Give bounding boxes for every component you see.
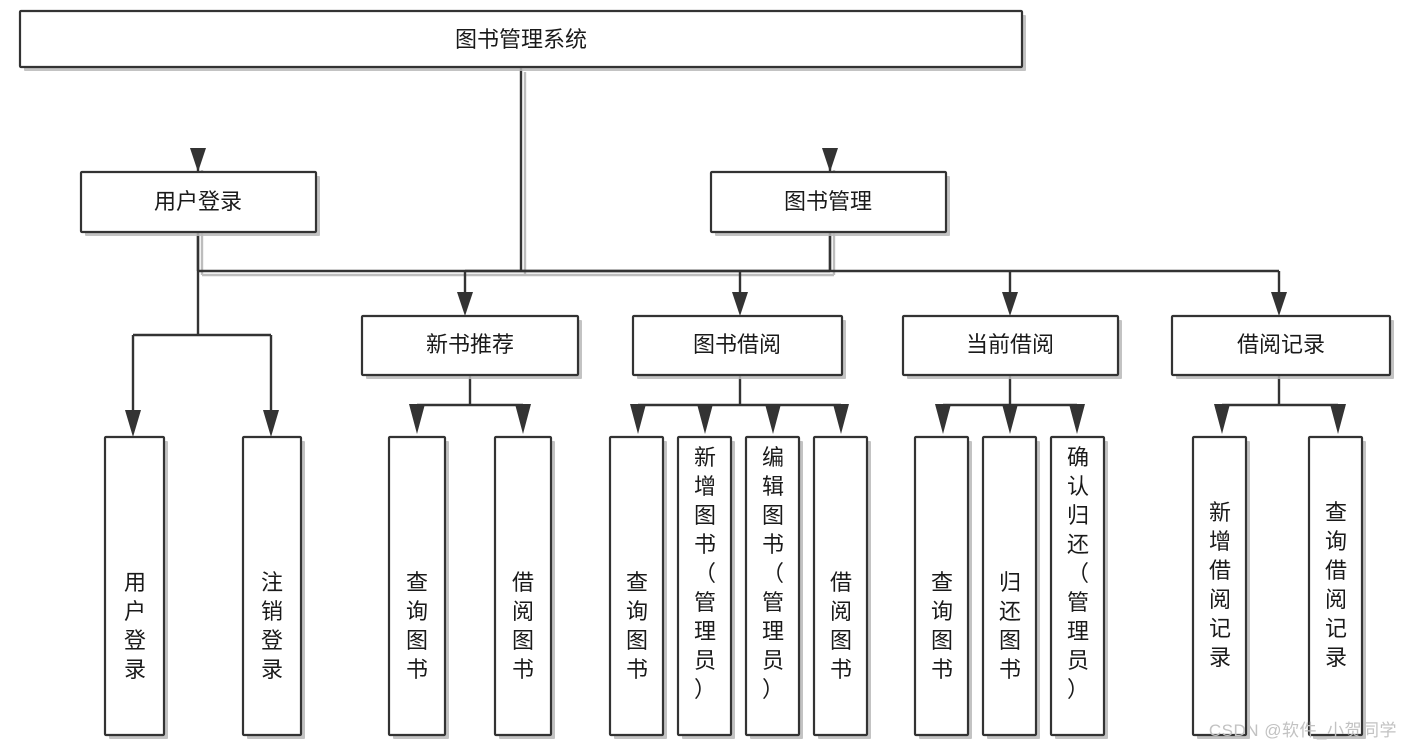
arrow-to-current-borrow: [1002, 292, 1018, 316]
node-leaf-return-book[interactable]: 归还图书: [981, 435, 1040, 739]
connector-layer: [125, 67, 1346, 437]
connector-root-shadow: [200, 72, 836, 277]
node-leaf-user-login[interactable]: 用户登录: [103, 435, 168, 739]
arrow-to-leaf-confirm-return: [1069, 404, 1085, 434]
node-leaf-query-book-3[interactable]: 查询图书: [913, 435, 972, 739]
node-leaf-add-record[interactable]: 新增借阅记录: [1191, 435, 1250, 739]
arrow-to-new-book-rec: [457, 292, 473, 316]
leaf-edit-book-box[interactable]: [744, 435, 801, 737]
leaf-query-book-2-label: 查询图书: [626, 570, 648, 682]
leaf-query-record-box[interactable]: [1307, 435, 1364, 737]
arrow-to-book-borrow: [732, 292, 748, 316]
leaf-edit-book-label: 编辑图书（管理员）: [762, 445, 784, 702]
leaf-borrow-book-2-box[interactable]: [812, 435, 869, 737]
arrow-to-book-manage: [822, 148, 838, 172]
leaf-logout-box[interactable]: [241, 435, 303, 737]
node-book-borrow[interactable]: 图书借阅: [631, 314, 846, 379]
arrow-to-user-login: [190, 148, 206, 172]
borrow-record-box[interactable]: [1170, 314, 1392, 377]
borrow-record-label: 借阅记录: [1237, 332, 1325, 357]
leaf-return-book-box[interactable]: [981, 435, 1038, 737]
leaf-query-record-label: 查询借阅记录: [1325, 500, 1347, 670]
connector-user-login-to-leaves: [131, 232, 273, 424]
arrow-to-leaf-query-book-3: [935, 404, 951, 434]
node-new-book-rec[interactable]: 新书推荐: [360, 314, 582, 379]
node-book-manage[interactable]: 图书管理: [709, 170, 950, 236]
leaf-user-login-label: 用户登录: [124, 570, 146, 682]
leaf-confirm-return-label: 确认归还（管理员）: [1067, 445, 1089, 702]
leaf-user-login-box[interactable]: [103, 435, 166, 737]
arrow-to-borrow-record: [1271, 292, 1287, 316]
book-manage-box[interactable]: [709, 170, 948, 234]
node-leaf-borrow-book-1[interactable]: 借阅图书: [493, 435, 555, 739]
arrow-to-leaf-borrow-book-1: [515, 404, 531, 434]
connector-new-book-rec-to-leaves: [415, 375, 525, 424]
node-leaf-query-book-2[interactable]: 查询图书: [608, 435, 667, 739]
leaf-query-book-1-box[interactable]: [387, 435, 447, 737]
current-borrow-box[interactable]: [901, 314, 1120, 377]
user-login-label: 用户登录: [154, 189, 242, 214]
arrow-to-leaf-add-book: [697, 404, 713, 434]
connector-book-borrow-to-leaves: [636, 375, 843, 424]
leaf-borrow-book-2-label: 借阅图书: [830, 570, 852, 682]
leaf-add-record-label: 新增借阅记录: [1209, 500, 1231, 670]
user-login-box[interactable]: [79, 170, 318, 234]
arrow-to-leaf-add-record: [1214, 404, 1230, 434]
arrow-to-leaf-user-login: [125, 410, 141, 437]
arrow-to-leaf-logout: [263, 410, 279, 437]
arrow-to-leaf-query-book-1: [409, 404, 425, 434]
root-label: 图书管理系统: [455, 27, 587, 52]
arrow-to-leaf-query-record: [1330, 404, 1346, 434]
leaf-query-book-2-box[interactable]: [608, 435, 665, 737]
connector-root-to-level1: [196, 67, 832, 273]
node-user-login[interactable]: 用户登录: [79, 170, 320, 236]
book-borrow-label: 图书借阅: [693, 332, 781, 357]
leaf-borrow-book-1-box[interactable]: [493, 435, 553, 737]
arrow-to-leaf-borrow-book-2: [833, 404, 849, 434]
node-leaf-edit-book[interactable]: 编辑图书（管理员）: [744, 435, 803, 739]
leaf-return-book-label: 归还图书: [999, 570, 1021, 682]
leaf-nodes-layer: 用户登录 注销登录 查询图书 借阅图书 查询图书: [103, 435, 1366, 739]
connector-book-manage-to-level2: [463, 232, 1281, 305]
node-leaf-logout[interactable]: 注销登录: [241, 435, 305, 739]
node-leaf-query-book-1[interactable]: 查询图书: [387, 435, 449, 739]
leaf-add-book-label: 新增图书（管理员）: [694, 445, 716, 702]
arrow-to-leaf-query-book-2: [630, 404, 646, 434]
new-book-rec-box[interactable]: [360, 314, 580, 377]
node-leaf-query-record[interactable]: 查询借阅记录: [1307, 435, 1366, 739]
leaf-add-record-box[interactable]: [1191, 435, 1248, 737]
leaf-add-book-box[interactable]: [676, 435, 733, 737]
leaf-confirm-return-box[interactable]: [1049, 435, 1106, 737]
leaf-logout-label: 注销登录: [261, 570, 283, 682]
connector-borrow-record-to-leaves: [1220, 375, 1340, 424]
book-manage-label: 图书管理: [784, 189, 872, 214]
arrow-to-leaf-edit-book: [765, 404, 781, 434]
leaf-borrow-book-1-label: 借阅图书: [512, 570, 534, 682]
current-borrow-label: 当前借阅: [966, 332, 1054, 357]
leaf-query-book-1-label: 查询图书: [406, 570, 428, 682]
arrow-to-leaf-return-book: [1002, 404, 1018, 434]
node-leaf-borrow-book-2[interactable]: 借阅图书: [812, 435, 871, 739]
leaf-query-book-3-label: 查询图书: [931, 570, 953, 682]
watermark-text: CSDN @软件_小贺同学: [1208, 721, 1397, 740]
node-leaf-add-book[interactable]: 新增图书（管理员）: [676, 435, 735, 739]
book-borrow-box[interactable]: [631, 314, 844, 377]
node-root[interactable]: 图书管理系统: [18, 9, 1026, 71]
node-current-borrow[interactable]: 当前借阅: [901, 314, 1122, 379]
node-borrow-record[interactable]: 借阅记录: [1170, 314, 1394, 379]
leaf-query-book-3-box[interactable]: [913, 435, 970, 737]
node-leaf-confirm-return[interactable]: 确认归还（管理员）: [1049, 435, 1108, 739]
new-book-rec-label: 新书推荐: [426, 332, 514, 357]
root-box[interactable]: [18, 9, 1024, 69]
